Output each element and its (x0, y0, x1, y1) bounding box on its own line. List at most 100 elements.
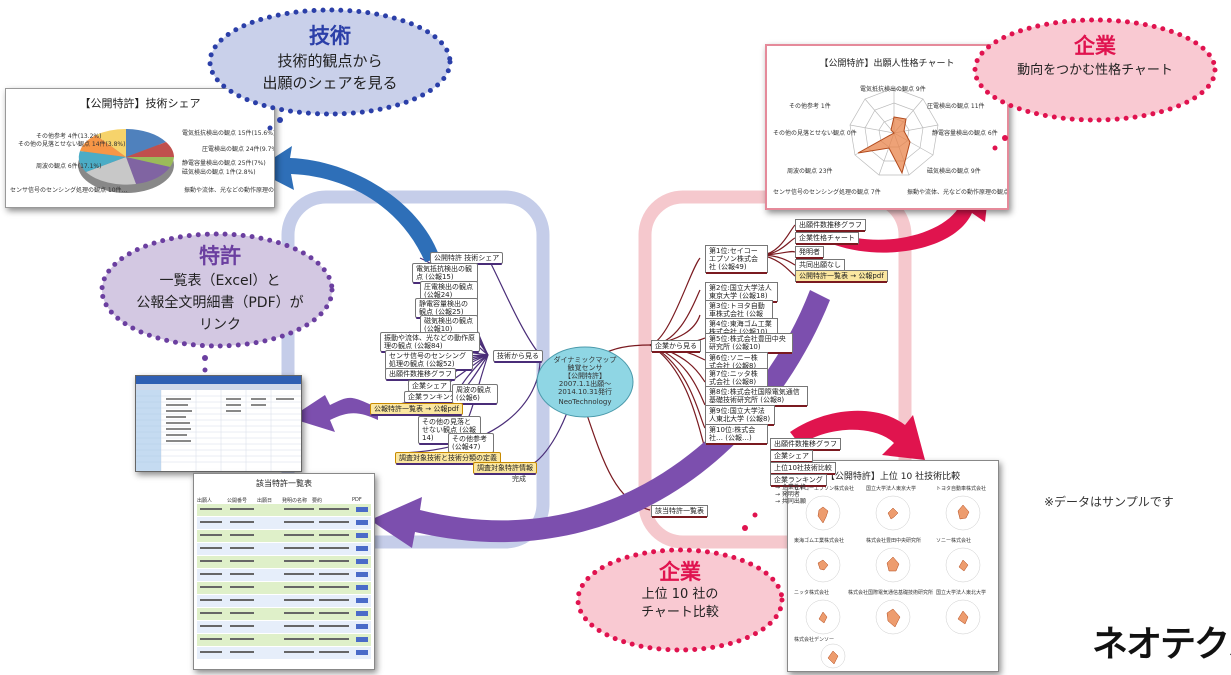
top10-title: 【公開特許】上位 10 社技術比較 (825, 472, 961, 482)
col-header: PDF (352, 497, 362, 503)
center-node[interactable]: ダイナミックマップ 触覚センサ 【公開特許】 2007.1.1出願〜2014.1… (540, 356, 630, 406)
mindmap-branch-company[interactable]: 企業から見る (651, 340, 701, 353)
company-rank-node[interactable]: 第7位:ニッタ株式会社 (公報8) (705, 368, 768, 389)
company-logo: ネオテクノ (1092, 624, 1231, 665)
mini-radar (886, 556, 900, 572)
pie-slice (96, 128, 126, 157)
center-line: ダイナミックマップ (553, 356, 617, 364)
mini-radar (958, 559, 969, 572)
center-line: 【公開特許】 (564, 372, 606, 380)
mindmap-node[interactable]: 調査対象特許情報 (473, 462, 537, 475)
patent-line: 一覧表（Excel）と (159, 273, 281, 289)
tech-share-document[interactable]: 【公開特許】技術シェア 電気抵抗検出の観点 15件(15.6%) 圧電検出の観点… (5, 88, 275, 208)
excel-thumbnail[interactable] (135, 375, 302, 472)
blue-arrow (255, 146, 440, 262)
center-node-shape (536, 346, 634, 418)
company-bottom-line: チャート比較 (641, 605, 719, 620)
patent-line: 公報全文明細書（PDF）が (136, 295, 304, 311)
company-sub2-item: → 企業性格 (775, 484, 806, 491)
company-rank-node[interactable]: 第10位:株式会社… (公報…) (705, 424, 768, 445)
pink-arrow-top (835, 178, 990, 253)
patent-bubble: 特許 一覧表（Excel）と 公報全文明細書（PDF）が リンク (105, 242, 335, 336)
patent-head: 特許 (199, 244, 241, 268)
center-line: 触覚センサ (567, 364, 603, 372)
company-sub2-node[interactable]: 上位10社技術比較 (770, 462, 836, 475)
mindmap-node[interactable]: その他参考 (公報47) (448, 433, 494, 454)
pie-slice (126, 142, 174, 157)
pie-label: 圧電検出の観点 24件(9.7%) (202, 146, 275, 153)
radar-chart-title: 【公開特許】出願人性格チャート (819, 59, 955, 69)
status-complete: 完成 (512, 475, 526, 483)
radar-label: 振動や流体、光などの動作原理の観点 20件 (907, 189, 1009, 196)
company-label: 株式会社デンソー (794, 637, 835, 643)
pie-slice (78, 151, 126, 172)
company-sub2-item: → 共同出願 (775, 498, 806, 505)
mindmap-node[interactable]: 調査対象技術と技術分類の定義 (395, 452, 501, 465)
mini-radar (887, 507, 899, 520)
company-rank-node[interactable]: 第8位:株式会社国際電気通信基礎技術研究所 (公報8) (705, 386, 808, 407)
radar-label: その他の見落とせない観点 0件 (773, 130, 857, 137)
company-rank-node[interactable]: 第5位:株式会社豊田中央研究所 (公報10) (705, 333, 793, 354)
mini-radar (886, 608, 901, 628)
radar-label: センサ信号のセンシング処理の観点 7件 (773, 189, 881, 196)
company-bottom-head: 企業 (659, 560, 701, 584)
mindmap-branch-list[interactable]: 該当特許一覧表 (651, 505, 708, 518)
patent-list-rows (197, 504, 371, 659)
company-label: 株式会社豊田中央研究所 (866, 538, 922, 544)
pie-label: 電気抵抗検出の観点 15件(15.6%) (182, 130, 275, 137)
mindmap-node[interactable]: 出願件数推移グラフ (385, 368, 456, 381)
radar-label: 周波の観点 23件 (787, 168, 833, 175)
company-top-bubble: 企業 動向をつかむ性格チャート (980, 32, 1210, 82)
company-sub2-node[interactable]: 企業ランキング (770, 474, 827, 487)
pie-label: その他参考 4件(13.2%) (36, 133, 102, 140)
center-line: NeoTechnology (558, 398, 612, 406)
top10-comparison-document[interactable]: 【公開特許】上位 10 社技術比較 セイコーエプソン株式会社 国立大学法人東京大… (787, 460, 999, 672)
purple-arrow-top (290, 395, 378, 432)
radar-label: その他参考 1件 (789, 103, 831, 110)
company-sub-node[interactable]: 発明者 (795, 246, 824, 259)
company-label: 東海ゴム工業株式会社 (794, 538, 845, 544)
col-header: 公開番号 (227, 498, 248, 504)
pie-slice (80, 135, 126, 157)
mindmap-branch-tech[interactable]: 技術から見る (493, 350, 543, 363)
pie-label: 静電容量検出の観点 25件(7%) (182, 160, 266, 167)
radar-chart (849, 87, 939, 176)
col-header: 出願日 (257, 498, 273, 504)
radar-label: 磁気検出の観点 9件 (927, 168, 981, 175)
mindmap-node[interactable]: 公報特許一覧表 → 公報pdf (370, 403, 463, 416)
pie-slice (126, 157, 174, 167)
company-sub-node[interactable]: 出願件数推移グラフ (795, 219, 866, 232)
tech-bubble-head: 技術 (309, 24, 351, 48)
company-top-head: 企業 (1074, 34, 1116, 58)
tech-share-title: 【公開特許】技術シェア (79, 97, 201, 110)
company-label: ソニー株式会社 (936, 538, 972, 544)
pie-slice (126, 129, 166, 157)
pink-arrow-bottom (790, 410, 925, 460)
company-rank-node[interactable]: 第2位:国立大学法人東京大学 (公報18) (705, 282, 778, 303)
company-sub-node[interactable]: 企業性格チャート (795, 232, 859, 245)
mindmap-node[interactable]: 振動や流体、光などの動作原理の観点 (公報84) (380, 332, 480, 353)
company-bottom-bubble: 企業 上位 10 社の チャート比較 (580, 560, 780, 622)
mini-radar-grid (805, 495, 981, 669)
spreadsheet-grid (136, 376, 301, 471)
company-sub-node[interactable]: 公開特許一覧表 → 公報pdf (795, 270, 888, 283)
company-label: セイコーエプソン株式会社 (794, 486, 855, 492)
company-sub2-node[interactable]: 出願件数推移グラフ (770, 438, 841, 451)
radar-chart-document[interactable]: 【公開特許】出願人性格チャート 電気抵抗検出の観点 9件 圧電検出の観点 11件… (765, 44, 1009, 210)
mindmap-node[interactable]: 周波の観点 (公報6) (452, 384, 498, 405)
mini-radar (827, 650, 839, 665)
company-label: 国立大学法人東京大学 (866, 486, 917, 492)
pie-label: 磁気検出の観点 1件(2.8%) (182, 169, 256, 176)
company-bottom-bubble-shape (575, 512, 785, 653)
company-sub2-node[interactable]: 企業シェア (770, 450, 813, 463)
company-top-bubble-shape (972, 17, 1218, 151)
pie-label: その他の見落とせない観点 14件(3.8%) (18, 141, 126, 148)
pie-slice (126, 157, 170, 184)
mindmap-node[interactable]: センサ信号のセンシング処理の観点 (公報52) (385, 350, 473, 371)
mini-radar (818, 611, 828, 624)
mindmap-node[interactable]: 電気抵抗検出の観点 (公報15) (412, 263, 478, 284)
company-rank-node[interactable]: 第1位:セイコーエプソン株式会社 (公報49) (705, 245, 768, 274)
patent-list-document[interactable]: 該当特許一覧表 出願人 公開番号 出願日 発明の名称 要約 PDF (193, 473, 375, 670)
col-header: 発明の名称 (282, 498, 308, 504)
company-rank-node[interactable]: 第9位:国立大学法人東北大学 (公報8) (705, 405, 775, 426)
